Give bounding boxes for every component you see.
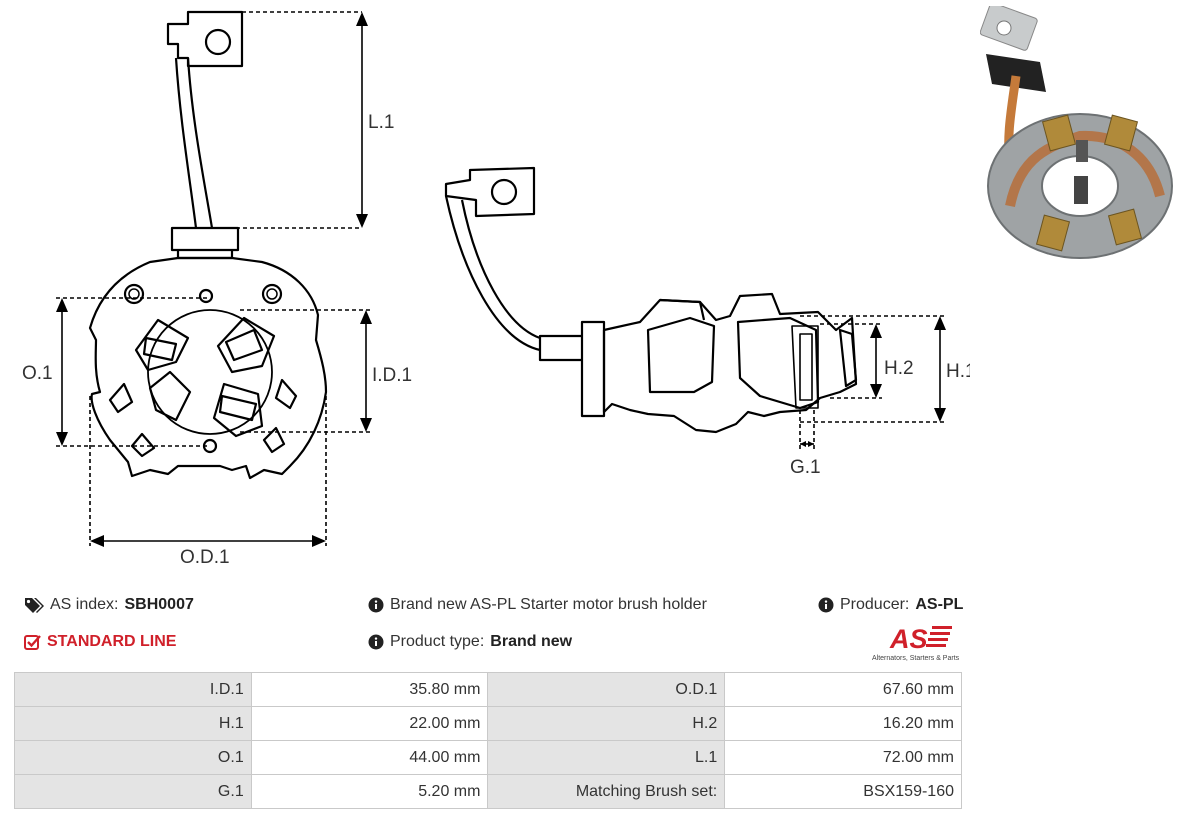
producer-value: AS-PL [915,596,964,613]
as-index-value: SBH0007 [124,596,194,613]
product-description: Brand new AS-PL Starter motor brush hold… [368,596,707,614]
spec-key: L.1 [487,740,726,775]
inner-bore [147,309,273,435]
standard-line-text: STANDARD LINE [47,633,177,650]
side-grommet [538,320,606,418]
brush-box-bl [148,370,192,422]
rivet-right [261,283,283,305]
tags-icon [24,597,44,613]
spec-key: O.1 [14,740,252,775]
spec-value: 67.60 mm [724,672,962,707]
spec-key: H.1 [14,706,252,741]
as-index-label: AS index: [50,596,119,613]
standard-line-badge: STANDARD LINE [24,633,176,651]
info-circle-icon [368,597,384,613]
side-body [602,292,858,434]
spec-value: 5.20 mm [250,774,489,809]
side-terminal-lug [444,166,536,218]
spec-value: 72.00 mm [724,740,962,775]
label-h2: H.2 [884,358,914,379]
label-od1: O.D.1 [180,547,230,568]
brush-box-tr [216,316,276,374]
spec-value: 35.80 mm [250,672,489,707]
spec-value: 22.00 mm [250,706,489,741]
as-pl-logo: AS Alternators, Starters & Parts [872,624,960,662]
lead-wire [174,57,214,229]
terminal-hole [204,28,232,56]
logo-tagline: Alternators, Starters & Parts [872,655,960,662]
spec-value: 16.20 mm [724,706,962,741]
side-lead-wire [444,195,541,352]
table-row: G.1 5.20 mm Matching Brush set: BSX159-1… [14,774,962,809]
table-row: O.1 44.00 mm L.1 72.00 mm [14,740,962,775]
spec-value: BSX159-160 [724,774,962,809]
side-spring-end [838,328,858,388]
spec-key: I.D.1 [14,672,252,707]
description-text: Brand new AS-PL Starter motor brush hold… [390,596,707,613]
table-row: I.D.1 35.80 mm O.D.1 67.60 mm [14,672,962,707]
product-type-value: Brand new [490,633,573,650]
table-row: H.1 22.00 mm H.2 16.20 mm [14,706,962,741]
spec-key: O.D.1 [487,672,726,707]
product-photo [980,6,1173,259]
terminal-lug [166,10,244,68]
mount-hole-top [198,288,214,304]
label-l1: L.1 [368,112,394,133]
wire-grommet [170,226,240,260]
spec-value: 44.00 mm [250,740,489,775]
brush-box-br [212,382,264,438]
producer: Producer: AS-PL [818,596,963,614]
rivet-left-inner [128,288,140,300]
technical-drawing: L.1 O.1 I.D.1 O.D.1 H.1 H.2 G.1 [22,10,970,568]
check-square-icon [24,634,41,650]
rivet-right-inner [266,288,278,300]
spec-key: G.1 [14,774,252,809]
holder-plate-outline [88,256,328,480]
spring-clip-left [108,382,156,458]
specs-table: I.D.1 35.80 mm O.D.1 67.60 mm H.1 22.00 … [14,672,962,809]
rivet-left [123,283,145,305]
side-brush-box-b [736,316,820,410]
label-o1: O.1 [22,363,53,384]
side-brush-box-a [646,298,716,394]
info-circle-icon [818,597,834,613]
label-g1: G.1 [790,457,821,478]
brush-box-tl [134,318,190,372]
label-h1: H.1 [946,361,970,382]
spec-key: H.2 [487,706,726,741]
as-index: AS index: SBH0007 [24,596,194,614]
side-brush-contact [791,325,819,409]
spec-key: Matching Brush set: [487,774,726,809]
product-type-label: Product type: [390,633,485,650]
label-id1: I.D.1 [372,365,412,386]
producer-label: Producer: [840,596,910,613]
product-type: Product type: Brand new [368,633,572,651]
side-terminal-hole [490,178,518,206]
info-circle-icon [368,634,384,650]
logo-mark: AS [889,624,928,654]
